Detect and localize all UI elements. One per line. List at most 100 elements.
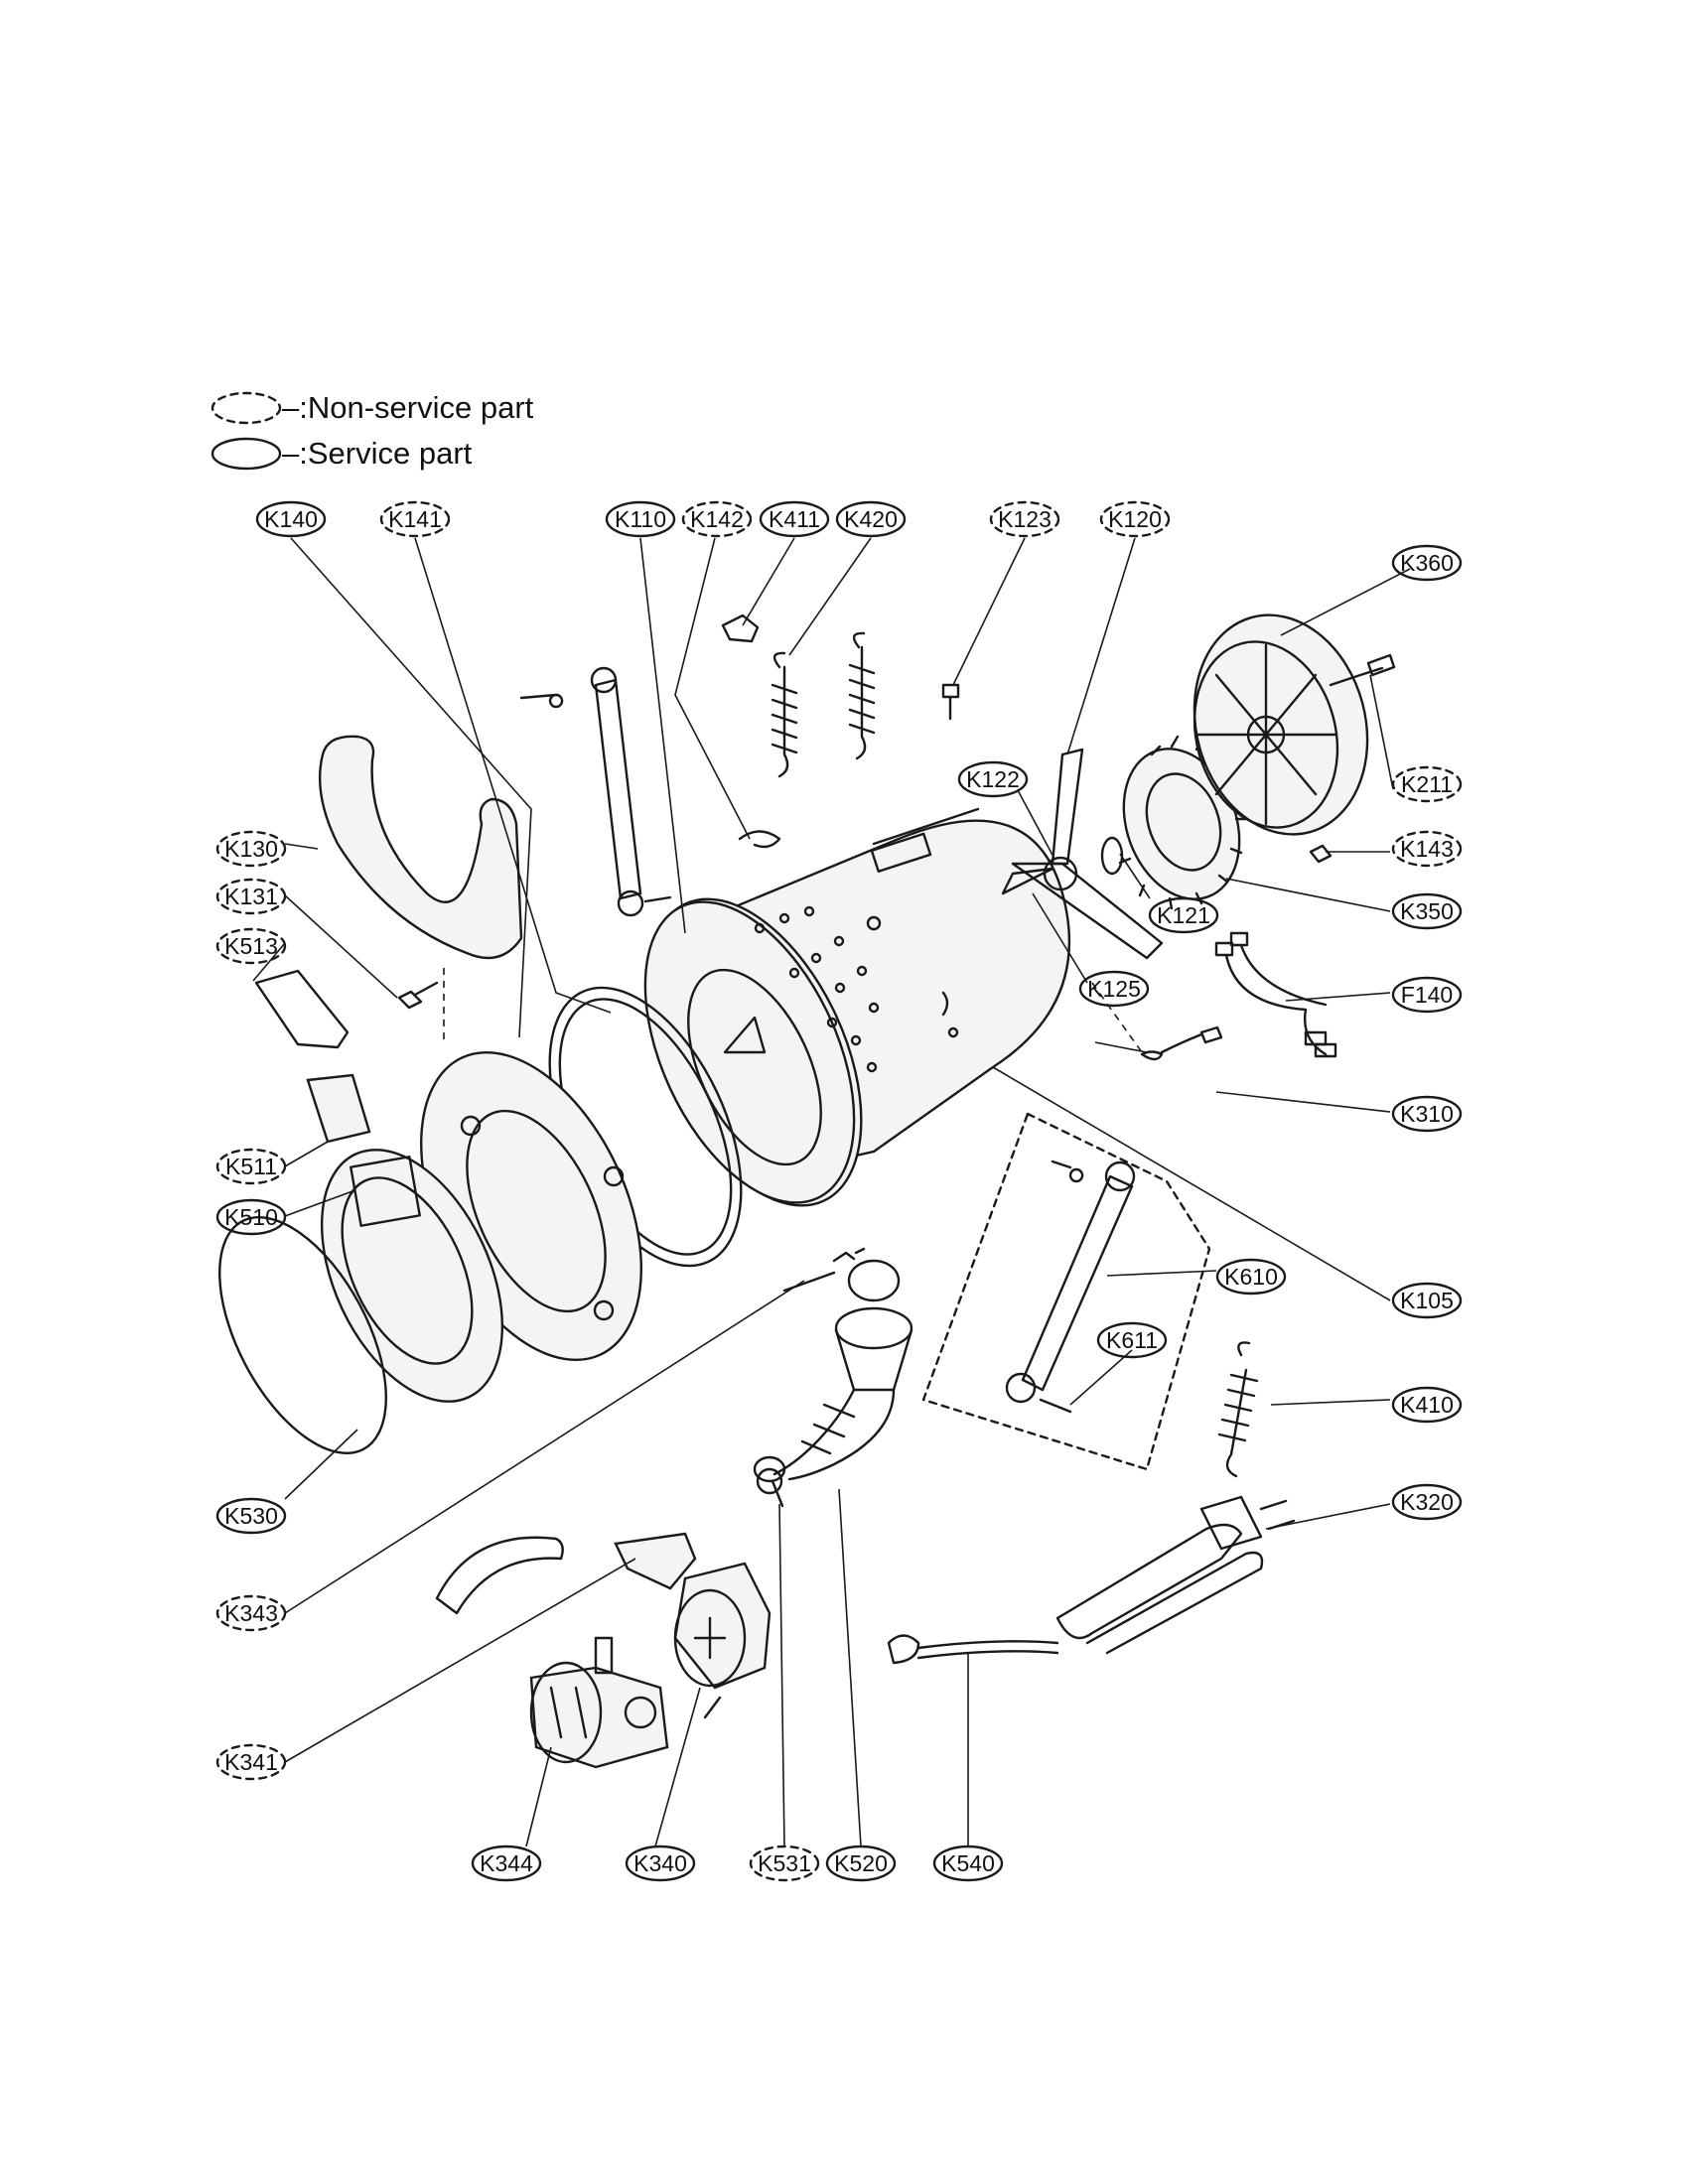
callout-K510[interactable]: K510 xyxy=(215,1198,287,1236)
label-K123: K123 xyxy=(998,506,1052,532)
callout-K123[interactable]: K123 xyxy=(989,500,1060,538)
label-K143: K143 xyxy=(1400,836,1454,862)
balance-weight-drawing xyxy=(318,735,523,960)
callout-K350[interactable]: K350 xyxy=(1391,892,1463,930)
label-K611: K611 xyxy=(1106,1327,1158,1353)
callout-K130[interactable]: K130 xyxy=(215,830,287,868)
callout-K511[interactable]: K511 xyxy=(215,1148,287,1185)
upper-damper-drawing xyxy=(519,666,672,917)
bracket-k341-drawing xyxy=(614,1532,697,1590)
label-K343: K343 xyxy=(224,1600,278,1626)
callout-K310[interactable]: K310 xyxy=(1391,1095,1463,1133)
callout-K121[interactable]: K121 xyxy=(1148,896,1219,934)
label-K410: K410 xyxy=(1400,1392,1454,1418)
callout-K540[interactable]: K540 xyxy=(932,1844,1004,1882)
callout-K320[interactable]: K320 xyxy=(1391,1483,1463,1521)
bracket-k513-drawing xyxy=(254,969,350,1049)
callout-K211[interactable]: K211 xyxy=(1391,765,1463,803)
label-K310: K310 xyxy=(1400,1101,1454,1127)
legend-non-service-symbol xyxy=(210,391,282,425)
legend-service-symbol xyxy=(210,437,282,471)
label-K350: K350 xyxy=(1400,898,1454,924)
lower-damper-drawing xyxy=(1005,1160,1136,1414)
seal-k343-drawing xyxy=(782,1247,901,1302)
part-drawings xyxy=(218,614,1396,1769)
callout-K531[interactable]: K531 xyxy=(749,1844,820,1882)
label-K340: K340 xyxy=(633,1850,687,1876)
label-K411: K411 xyxy=(769,506,820,532)
label-K531: K531 xyxy=(758,1850,811,1876)
screw-k123-drawing xyxy=(941,683,960,721)
callout-K343[interactable]: K343 xyxy=(215,1594,287,1632)
label-K120: K120 xyxy=(1108,506,1162,532)
leader-lines xyxy=(252,537,1411,1847)
hook-k142-drawing xyxy=(738,830,781,849)
harness-k540-drawing xyxy=(887,1634,1059,1665)
callouts: K140 K141 K110 K142 K411 K420 K123 K120 … xyxy=(215,500,1463,1882)
rotor-k360-drawing xyxy=(1193,614,1396,836)
label-K520: K520 xyxy=(834,1850,888,1876)
callout-K344[interactable]: K344 xyxy=(471,1844,542,1882)
callout-K141[interactable]: K141 xyxy=(379,500,451,538)
callout-K105[interactable]: K105 xyxy=(1391,1282,1463,1319)
callout-K120[interactable]: K120 xyxy=(1099,500,1171,538)
label-K125: K125 xyxy=(1087,976,1141,1002)
heater-k320-drawing xyxy=(1055,1495,1296,1655)
door-gasket-drawing xyxy=(320,1149,504,1403)
bolt-k211-drawing xyxy=(1366,653,1396,677)
callout-K340[interactable]: K340 xyxy=(625,1844,696,1882)
clip-k411-drawing xyxy=(721,614,760,643)
pump-motor-k340-drawing xyxy=(673,1562,772,1719)
spring-k410-drawing xyxy=(1217,1341,1259,1478)
callout-K131[interactable]: K131 xyxy=(215,878,287,915)
callout-K410[interactable]: K410 xyxy=(1391,1386,1463,1424)
callout-K610[interactable]: K610 xyxy=(1215,1258,1287,1296)
callout-K420[interactable]: K420 xyxy=(835,500,907,538)
label-K105: K105 xyxy=(1400,1288,1454,1313)
label-K420: K420 xyxy=(844,506,898,532)
callout-K411[interactable]: K411 xyxy=(759,500,830,538)
callout-K513[interactable]: K513 xyxy=(215,927,287,965)
label-K513: K513 xyxy=(224,933,278,959)
callout-K140[interactable]: K140 xyxy=(255,500,327,538)
callout-K110[interactable]: K110 xyxy=(605,500,676,538)
callout-K341[interactable]: K341 xyxy=(215,1743,287,1781)
label-K131: K131 xyxy=(224,884,278,909)
damper-group-box xyxy=(921,1112,1211,1471)
label-F140: F140 xyxy=(1401,982,1453,1008)
label-K141: K141 xyxy=(388,506,442,532)
label-K122: K122 xyxy=(966,766,1020,792)
label-K540: K540 xyxy=(941,1850,995,1876)
callout-K125[interactable]: K125 xyxy=(1078,970,1150,1008)
callout-K142[interactable]: K142 xyxy=(681,500,753,538)
callout-K520[interactable]: K520 xyxy=(825,1844,897,1882)
label-K130: K130 xyxy=(224,836,278,862)
callout-K360[interactable]: K360 xyxy=(1391,544,1463,582)
label-K121: K121 xyxy=(1157,902,1210,928)
legend-service-text: –:Service part xyxy=(282,436,473,471)
pump-housing-k344-drawing xyxy=(529,1636,669,1769)
seal-k121-drawing xyxy=(1100,836,1124,876)
callout-K530[interactable]: K530 xyxy=(215,1497,287,1535)
label-K341: K341 xyxy=(224,1749,278,1775)
label-K610: K610 xyxy=(1224,1264,1278,1290)
label-K110: K110 xyxy=(615,506,666,532)
callout-F140[interactable]: F140 xyxy=(1391,976,1463,1014)
cover-k511-drawing xyxy=(306,1073,371,1144)
stator-k350-drawing xyxy=(1118,735,1248,910)
springs-k420-drawing xyxy=(771,631,876,778)
bolt-k131-drawing xyxy=(397,981,439,1010)
screw-k143-drawing xyxy=(1309,844,1333,864)
label-K510: K510 xyxy=(224,1204,278,1230)
bolt-k611-drawing xyxy=(1039,1398,1072,1414)
callout-K122[interactable]: K122 xyxy=(957,760,1029,798)
clamp-ring-drawing xyxy=(218,1216,387,1454)
label-K530: K530 xyxy=(224,1503,278,1529)
callout-K143[interactable]: K143 xyxy=(1391,830,1463,868)
drain-hose-k520-drawing xyxy=(756,1306,913,1495)
harness-f140-drawing xyxy=(1214,931,1337,1058)
callout-K611[interactable]: K611 xyxy=(1096,1321,1168,1359)
label-K320: K320 xyxy=(1400,1489,1454,1515)
